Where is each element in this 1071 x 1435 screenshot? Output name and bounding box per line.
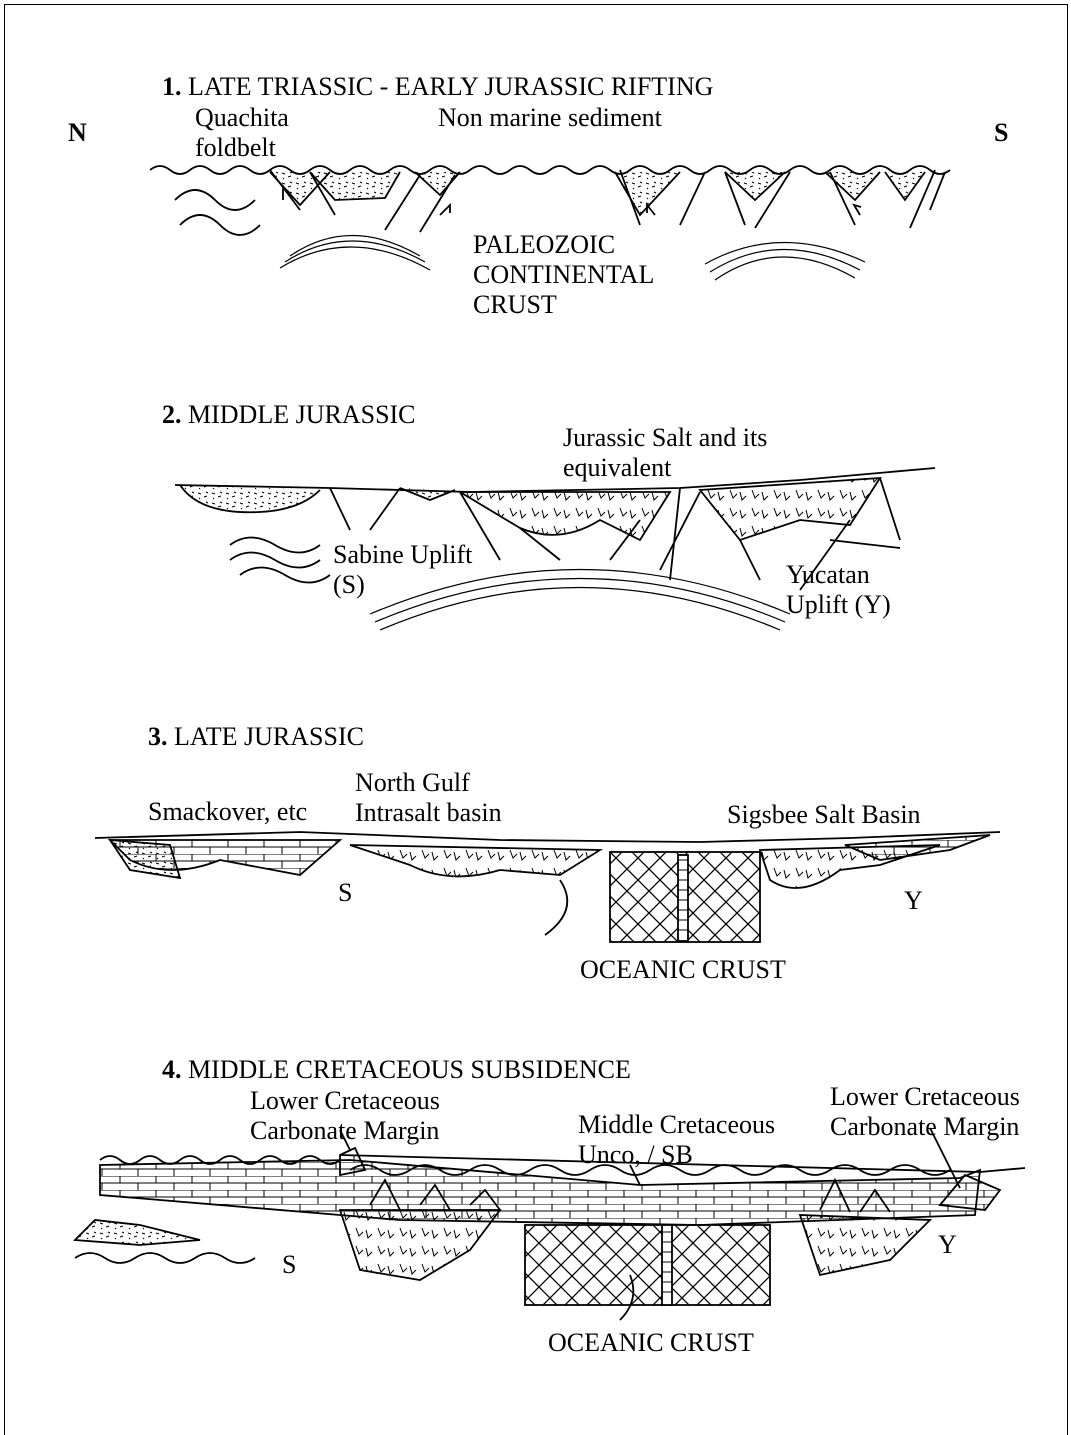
panel-2-basin-left: [180, 485, 320, 512]
north-gulf-basin-label: North Gulf Intrasalt basin: [355, 768, 502, 828]
panel-4-carbonate-left-margin: [340, 1148, 365, 1175]
panel-4-title: 4. MIDDLE CRETACEOUS SUBSIDENCE: [162, 1055, 631, 1085]
panel-4-s-label: S: [282, 1250, 296, 1280]
panel-2-title: 2. MIDDLE JURASSIC: [162, 400, 416, 430]
sabine-uplift-label: Sabine Uplift (S): [333, 540, 472, 600]
panel-3-ridge-dike: [678, 855, 688, 941]
paleozoic-crust-label: PALEOZOIC CONTINENTAL CRUST: [473, 230, 654, 320]
panel-3-oceanic-crust-label: OCEANIC CRUST: [580, 955, 786, 985]
middle-cretaceous-unco-label: Middle Cretaceous Unco, / SB: [578, 1110, 775, 1170]
panel-4-basin-dots: [75, 1220, 200, 1245]
panel-4-oceanic-crust: [525, 1225, 770, 1305]
panel-3-y-label: Y: [904, 886, 923, 916]
panel-3-salt-left: [350, 845, 600, 876]
north-label: N: [68, 118, 87, 148]
sabine-folds: [230, 538, 330, 583]
panel-4-drawing: [75, 1128, 1025, 1320]
panel-2-salt-left: [460, 492, 670, 540]
panel-1-title: 1. LATE TRIASSIC - EARLY JURASSIC RIFTIN…: [162, 72, 713, 102]
rift-basins-panel-1: [270, 172, 925, 215]
yucatan-uplift-label: Yucatan Uplift (Y): [786, 560, 891, 620]
quachita-foldbelt-label: Quachita foldbelt: [195, 103, 289, 163]
lower-carbonate-margin-right-label: Lower Cretaceous Carbonate Margin: [830, 1082, 1020, 1142]
panel-4-salt-left: [340, 1210, 500, 1280]
sigsbee-salt-basin-label: Sigsbee Salt Basin: [727, 800, 921, 830]
smackover-label: Smackover, etc: [148, 797, 307, 827]
south-label: S: [994, 118, 1008, 148]
panel-2-salt-right: [700, 478, 880, 540]
panel-2-basin-mid: [400, 488, 455, 500]
panel-3-drawing: [95, 832, 1000, 942]
panel-3-basin-dots: [110, 840, 180, 878]
lower-carbonate-margin-left-label: Lower Cretaceous Carbonate Margin: [250, 1086, 440, 1146]
panel-4-ridge-dike: [662, 1225, 672, 1305]
panel-4-salt-right: [800, 1215, 930, 1275]
jurassic-salt-label: Jurassic Salt and its equivalent: [563, 423, 767, 483]
panel-3-title: 3. LATE JURASSIC: [148, 722, 364, 752]
panel-4-y-label: Y: [938, 1230, 957, 1260]
non-marine-sediment-label: Non marine sediment: [438, 103, 662, 133]
quachita-folds: [175, 190, 260, 235]
panel-4-oceanic-crust-label: OCEANIC CRUST: [548, 1328, 754, 1358]
panel-3-s-label: S: [338, 878, 352, 908]
panel-4-carbonate-layers: [100, 1160, 980, 1225]
